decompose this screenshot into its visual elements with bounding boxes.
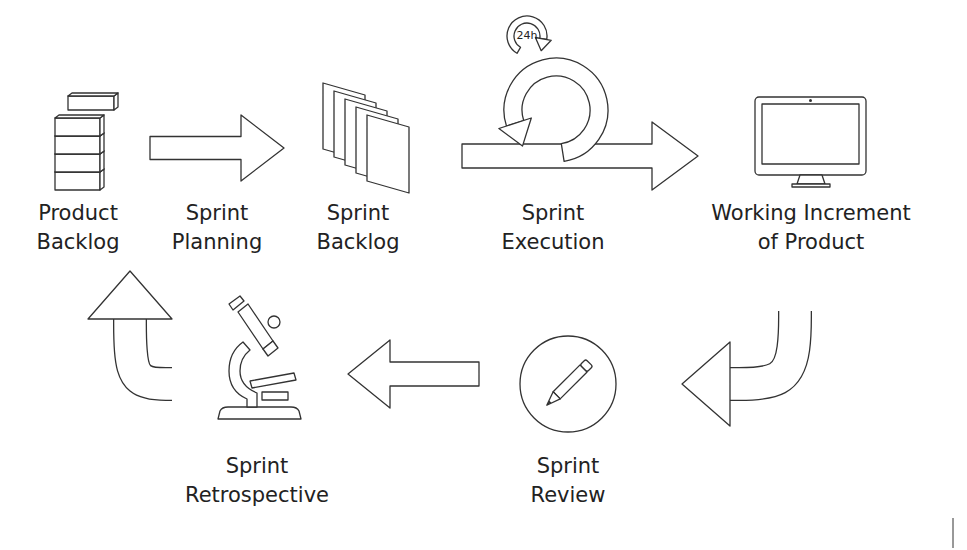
sheets-icon [323,83,409,193]
cycle-duration: 24h [507,29,547,43]
monitor-stand [797,175,825,184]
sheet [367,115,409,193]
microscope-stage [250,373,296,388]
stage-label: Sprint Retrospective [172,452,342,510]
curved-arrow-outline [730,311,795,384]
arrow-label: Sprint Execution [488,199,618,257]
block-arrow [348,340,479,408]
microscope-eyepiece [229,296,244,310]
pencil-eraser [580,359,593,372]
curved-arrow-body [730,311,795,384]
stage-label: Sprint Backlog [303,199,413,257]
microscope-condenser [262,392,288,400]
flow-arrow [682,311,795,426]
arrow-head [682,342,730,426]
microscope-arm [229,342,257,407]
monitor-base [792,184,830,187]
block-face [68,96,114,110]
loop-band [504,58,608,161]
curved-arrow-outline [130,319,172,384]
scrum-stage: Sprint Retrospective [172,296,342,510]
scrum-stage: Sprint Backlog [303,82,413,257]
flow-arrow [348,340,479,408]
block [68,93,118,110]
stage-label: Sprint Review [513,452,623,510]
scrum-stage: Working Increment of Product [700,96,922,257]
arrow-head [88,271,172,319]
iteration-loop [499,58,608,161]
monitor-frame [755,97,866,175]
scrum-stage: Product Backlog [23,90,133,257]
loop-arrowhead [499,118,531,146]
block [55,115,104,136]
block-face [55,172,100,190]
loop-arrowhead [535,38,551,51]
microscope-icon [218,296,301,419]
stage-label: Product Backlog [23,199,133,257]
arrow-label: Sprint Planning [157,199,277,257]
pencil-tip [543,392,560,409]
block-top [55,115,104,118]
stage-label: Working Increment of Product [700,199,922,257]
review-circle [520,336,616,432]
block-face [55,136,100,154]
cursor-mark [953,518,954,548]
monitor-screen [762,104,859,164]
backlog-blocks-icon [55,93,118,190]
flow-arrow [88,271,172,384]
monitor-icon [755,97,866,187]
daily-loop [507,16,551,53]
flow-arrow [150,115,284,181]
microscope-base [218,407,301,419]
pencil-body [553,365,587,399]
microscope-tube [238,304,273,349]
pencil-lead [546,401,552,407]
block-arrow [150,115,284,181]
scrum-stage: Sprint Review [513,334,623,510]
review-icon [520,336,616,432]
block-face [55,154,100,172]
microscope-objective [263,341,278,356]
camera-dot [809,99,812,102]
block-face [55,118,100,136]
block-top [68,93,118,96]
pencil [543,359,592,408]
microscope-knob [268,316,280,328]
curved-arrow-body [130,319,172,384]
